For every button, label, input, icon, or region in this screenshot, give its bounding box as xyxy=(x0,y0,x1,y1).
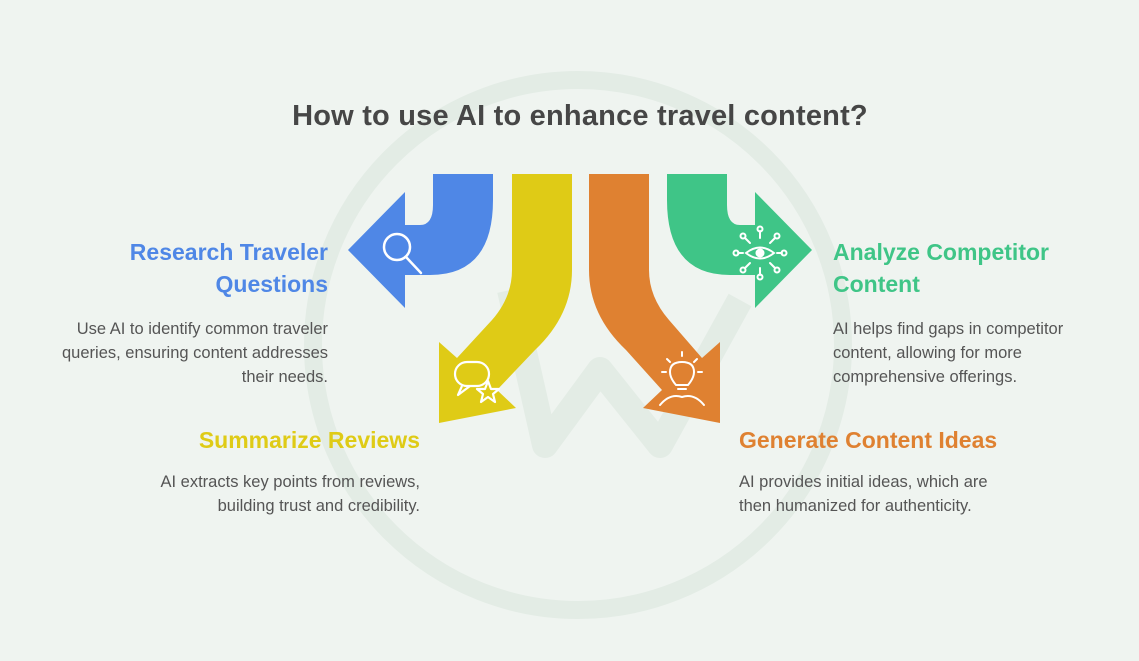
analyze-heading-line: Content xyxy=(833,271,920,297)
yellow-arrow xyxy=(439,174,572,423)
blue-arrow xyxy=(348,174,493,308)
generate-description: AI provides initial ideas, which are the… xyxy=(739,470,988,518)
lightbulb-hand-icon xyxy=(659,351,705,406)
generate-heading-line: Generate Content Ideas xyxy=(739,427,998,453)
diagram-title: How to use AI to enhance travel content? xyxy=(292,100,868,132)
analyze-description-line: content, allowing for more xyxy=(833,344,1022,362)
summarize-heading-line: Summarize Reviews xyxy=(198,427,420,453)
research-description-line: queries, ensuring content addresses xyxy=(62,344,328,362)
summarize-description-line: building trust and credibility. xyxy=(217,497,420,515)
analyze-description-line: AI helps find gaps in competitor xyxy=(833,320,1064,338)
generate-description-line: then humanized for authenticity. xyxy=(739,497,972,515)
green-arrow xyxy=(667,174,812,308)
summarize-heading: Summarize Reviews xyxy=(199,424,420,456)
summarize-description: AI extracts key points from reviews, bui… xyxy=(161,470,421,518)
research-description-line: their needs. xyxy=(241,368,328,386)
watermark-logo xyxy=(304,71,852,619)
magnifier-icon xyxy=(382,232,423,275)
analyze-heading-line: Analyze Competitor xyxy=(833,239,1049,265)
research-heading-line: Questions xyxy=(215,271,328,297)
summarize-description-line: AI extracts key points from reviews, xyxy=(160,473,421,491)
research-heading-line: Research Traveler xyxy=(129,239,328,265)
analyze-heading: Analyze Competitor Content xyxy=(833,236,1049,300)
research-description: Use AI to identify common traveler queri… xyxy=(62,317,328,389)
orange-arrow xyxy=(589,174,720,423)
research-heading: Research Traveler Questions xyxy=(130,236,328,300)
analyze-description-line: comprehensive offerings. xyxy=(833,368,1018,386)
analyze-description: AI helps find gaps in competitor content… xyxy=(833,317,1063,389)
research-description-line: Use AI to identify common traveler xyxy=(76,320,328,338)
network-eye-icon xyxy=(732,225,788,281)
generate-heading: Generate Content Ideas xyxy=(739,424,997,456)
review-star-icon xyxy=(453,360,501,404)
generate-description-line: AI provides initial ideas, which are xyxy=(739,473,988,491)
